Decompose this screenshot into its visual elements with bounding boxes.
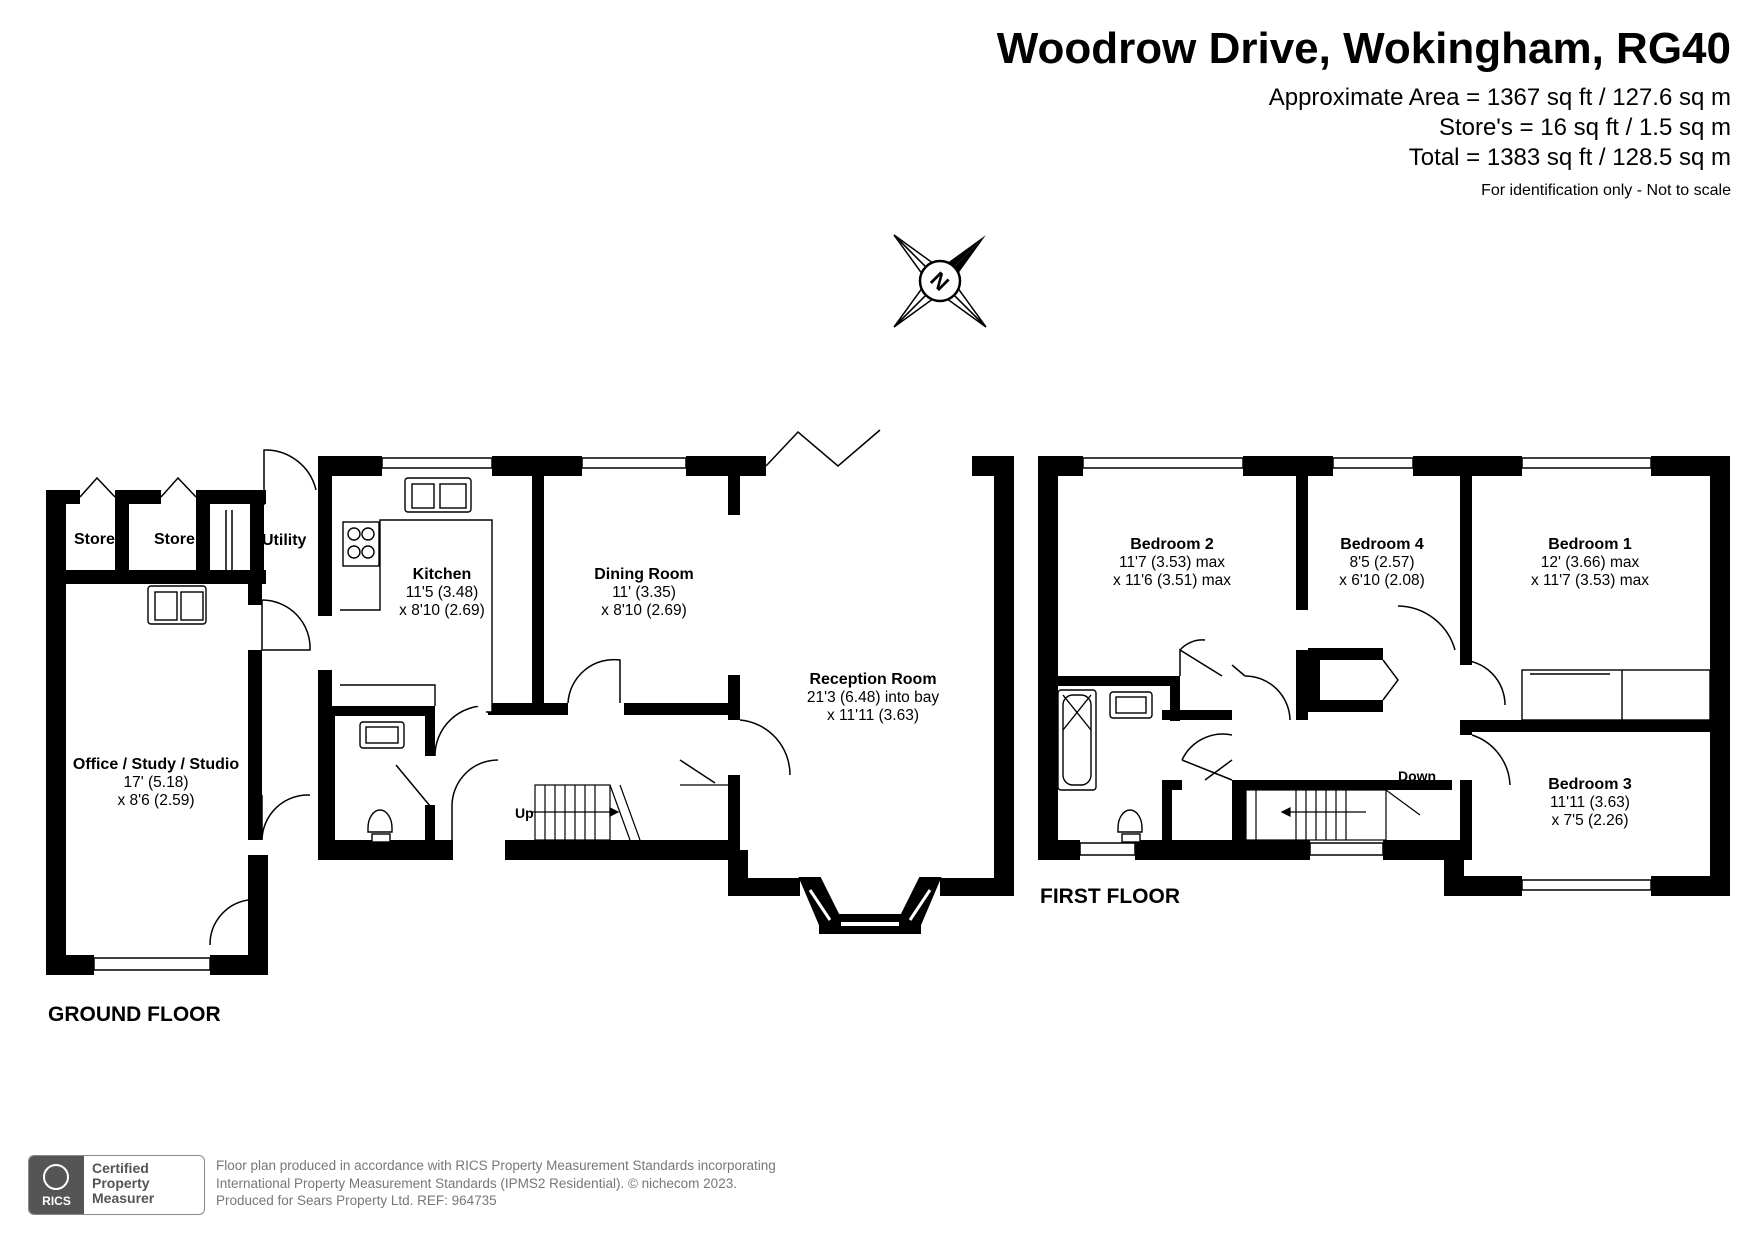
store-label-2: Store — [154, 531, 195, 548]
wardrobes — [1521, 669, 1711, 721]
disclaimer-note: For identification only - Not to scale — [1481, 182, 1731, 199]
rics-logo-text: RICS — [42, 1194, 71, 1208]
badge-line: Measurer — [92, 1190, 155, 1206]
room-kitchen: Kitchen 11'5 (3.48) x 8'10 (2.69) — [392, 566, 492, 620]
room-dimension: 11'5 (3.48) — [405, 584, 479, 601]
room-dimension: x 11'11 (3.63) — [827, 707, 919, 724]
room-dimension: 11'7 (3.53) max — [1118, 554, 1226, 571]
rics-certified-badge: RICS Certified Property Measurer — [28, 1155, 205, 1215]
total-area: Total = 1383 sq ft / 128.5 sq m — [1408, 144, 1731, 171]
room-dimension: x 11'6 (3.51) max — [1112, 572, 1232, 589]
first-floor-stairs — [1245, 789, 1421, 841]
property-title: Woodrow Drive, Wokingham, RG40 — [996, 24, 1731, 73]
first-floor-walls — [1038, 456, 1730, 896]
room-name: Kitchen — [412, 566, 472, 583]
room-bedroom-4: Bedroom 4 8'5 (2.57) x 6'10 (2.08) — [1322, 536, 1442, 590]
utility-label: Utility — [262, 532, 307, 549]
footer-line: Floor plan produced in accordance with R… — [216, 1158, 776, 1173]
room-dimension: x 8'6 (2.59) — [117, 792, 195, 809]
compass-icon — [893, 234, 987, 328]
room-dimension: x 7'5 (2.26) — [1551, 812, 1629, 829]
approximate-area: Approximate Area = 1367 sq ft / 127.6 sq… — [1268, 84, 1731, 111]
room-dimension: 12' (3.66) max — [1540, 554, 1640, 571]
room-dimension: 8'5 (2.57) — [1349, 554, 1415, 571]
room-bedroom-1: Bedroom 1 12' (3.66) max x 11'7 (3.53) m… — [1520, 536, 1660, 590]
ground-floor-walls — [46, 456, 1014, 975]
room-dimension: 11' (3.35) — [612, 584, 676, 601]
footer-line: Produced for Sears Property Ltd. REF: 96… — [216, 1193, 497, 1208]
ground-floor-doors — [79, 449, 791, 946]
room-dimension: 11'11 (3.63) — [1550, 794, 1630, 811]
rics-certification-text: Certified Property Measurer — [92, 1161, 154, 1206]
room-name: Bedroom 4 — [1340, 536, 1424, 553]
kitchen-fittings — [147, 477, 493, 843]
badge-line: Property — [92, 1175, 150, 1191]
room-dimension: x 11'7 (3.53) max — [1530, 572, 1650, 589]
rics-logo: RICS — [29, 1156, 84, 1214]
room-dimension: 21'3 (6.48) into bay — [806, 689, 940, 706]
stairs-up-label: Up — [515, 805, 534, 821]
ground-floor-label: GROUND FLOOR — [48, 1003, 221, 1026]
store-label-1: Store — [74, 531, 115, 548]
first-floor-doors — [1179, 605, 1511, 786]
room-dimension: 17' (5.18) — [123, 774, 189, 791]
footer-line: International Property Measurement Stand… — [216, 1175, 737, 1191]
first-floor-label: FIRST FLOOR — [1040, 885, 1180, 908]
bifold-doors — [765, 429, 881, 467]
bay-window — [798, 877, 942, 934]
room-bedroom-2: Bedroom 2 11'7 (3.53) max x 11'6 (3.51) … — [1102, 536, 1242, 590]
room-name: Bedroom 3 — [1548, 776, 1632, 793]
stores-area: Store's = 16 sq ft / 1.5 sq m — [1438, 114, 1731, 141]
room-name: Office / Study / Studio — [72, 756, 240, 773]
room-office-study-studio: Office / Study / Studio 17' (5.18) x 8'6… — [66, 756, 246, 810]
footer-notes: Floor plan produced in accordance with R… — [216, 1157, 776, 1210]
room-dining-room: Dining Room 11' (3.35) x 8'10 (2.69) — [574, 566, 714, 620]
room-name: Bedroom 2 — [1130, 536, 1214, 553]
room-reception-room: Reception Room 21'3 (6.48) into bay x 11… — [788, 671, 958, 725]
lion-icon — [43, 1164, 69, 1190]
room-dimension: x 6'10 (2.08) — [1339, 572, 1425, 589]
stairs-down-label: Down — [1398, 768, 1437, 784]
room-bedroom-3: Bedroom 3 11'11 (3.63) x 7'5 (2.26) — [1540, 776, 1640, 830]
room-name: Dining Room — [594, 566, 694, 583]
bathroom-fittings — [1057, 689, 1153, 843]
first-floor-windows — [1079, 457, 1652, 891]
ground-floor-stairs — [530, 784, 728, 841]
room-name: Reception Room — [809, 671, 937, 688]
room-name: Bedroom 1 — [1548, 536, 1632, 553]
badge-line: Certified — [92, 1160, 149, 1176]
ground-floor-windows — [93, 457, 687, 971]
room-dimension: x 8'10 (2.69) — [601, 602, 687, 619]
room-dimension: x 8'10 (2.69) — [399, 602, 485, 619]
